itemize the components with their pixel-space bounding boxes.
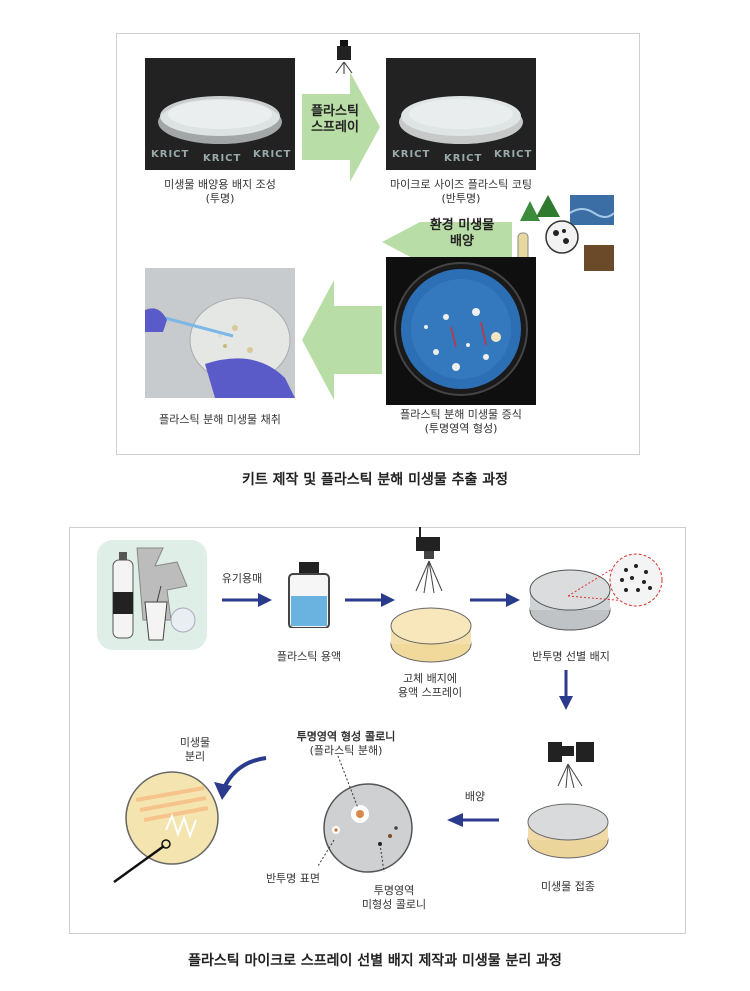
tree-icon xyxy=(520,201,540,221)
solvent-label: 유기용매 xyxy=(221,572,263,585)
spray-label-line2: 스프레이 xyxy=(311,120,359,135)
arrow-right-icon xyxy=(470,593,520,607)
krict-text: KRICT xyxy=(151,149,190,160)
callout-lines xyxy=(317,755,385,873)
petri-dish-clear xyxy=(145,58,295,170)
colony-title: 투명영역 형성 콜로니 (플라스틱 분해) xyxy=(286,730,406,758)
spray-label-line1: 플라스틱 xyxy=(311,104,359,119)
petri-dish-coated xyxy=(386,58,536,170)
step-medium-label: 미생물 배양용 배지 조성 (투명) xyxy=(130,178,310,206)
plastic-waste-illustration xyxy=(97,540,207,650)
photo-colony-dish xyxy=(386,257,536,405)
photo-coated-dish: KRICT KRICT KRICT xyxy=(386,58,536,170)
petri-dish-medium xyxy=(390,607,472,663)
spray-arrow xyxy=(302,72,380,182)
non-colony-label: 투명영역 미형성 콜로니 xyxy=(354,884,434,912)
top-caption: 키트 제작 및 플라스틱 분해 미생물 추출 과정 xyxy=(242,472,508,488)
sprayer-icon xyxy=(335,40,353,74)
spray-arrow-label: 플라스틱 스프레이 xyxy=(302,104,368,136)
photo-sampling xyxy=(145,268,295,398)
solution-bottle-icon xyxy=(288,562,330,628)
krict-text: KRICT xyxy=(444,153,483,164)
culture-label-line1: 환경 미생물 xyxy=(429,218,495,233)
inoculate-label: 미생물 접종 xyxy=(540,880,596,893)
culture-arrow-label: 환경 미생물 배양 xyxy=(416,218,508,250)
non-colony-line2: 미형성 콜로니 xyxy=(361,898,427,911)
step-coating-line1: 마이크로 사이즈 플라스틱 코팅 xyxy=(389,178,533,191)
collect-arrow xyxy=(302,280,382,400)
spray-label: 고체 배지에 용액 스프레이 xyxy=(380,672,480,700)
glove-icon xyxy=(205,358,295,398)
selective-dish-zoom xyxy=(529,553,663,631)
step-growth-label: 플라스틱 분해 미생물 증식 (투명영역 형성) xyxy=(371,408,551,436)
step-coating-line2: (반투명) xyxy=(441,192,481,205)
spray-line1: 고체 배지에 xyxy=(402,672,458,685)
cup-icon xyxy=(144,601,168,641)
krict-text: KRICT xyxy=(253,149,292,160)
inoculation-sprayer-icon xyxy=(548,742,594,788)
colony-plate xyxy=(394,262,528,396)
microbe-icon xyxy=(545,220,579,254)
arrow-down-icon xyxy=(559,670,573,710)
step-medium-line2: (투명) xyxy=(205,192,235,205)
curved-arrow-icon xyxy=(214,756,267,800)
culture-label: 배양 xyxy=(464,790,486,803)
petri-dish-inoculated xyxy=(527,803,609,859)
isolation-plate xyxy=(113,771,219,884)
culture-label-line2: 배양 xyxy=(450,234,474,249)
bag-icon xyxy=(170,607,196,633)
sampling-scene xyxy=(145,268,295,398)
step-coating-label: 마이크로 사이즈 플라스틱 코팅 (반투명) xyxy=(371,178,551,206)
soil-icon xyxy=(584,245,614,271)
colony-title-text: 투명영역 형성 콜로니 xyxy=(296,730,396,743)
non-colony-line1: 투명영역 xyxy=(373,884,415,897)
step-growth-line1: 플라스틱 분해 미생물 증식 xyxy=(400,408,522,421)
krict-text: KRICT xyxy=(203,153,242,164)
arrow-right-icon xyxy=(345,593,395,607)
isolate-label: 미생물 분리 xyxy=(170,736,220,764)
arrow-right-icon xyxy=(222,593,272,607)
step-medium-line1: 미생물 배양용 배지 조성 xyxy=(164,178,276,191)
bottom-caption: 플라스틱 마이크로 스프레이 선별 배지 제작과 미생물 분리 과정 xyxy=(188,953,562,969)
step-growth-line2: (투명영역 형성) xyxy=(424,422,498,435)
inoculation-loop-icon xyxy=(113,844,165,884)
spray-line2: 용액 스프레이 xyxy=(397,686,463,699)
sprayer-icon xyxy=(415,527,443,594)
photo-medium-dish: KRICT KRICT KRICT xyxy=(145,58,295,170)
isolate-line1: 미생물 xyxy=(179,736,211,749)
zoom-circle xyxy=(609,553,663,607)
solution-label: 플라스틱 용액 xyxy=(276,650,342,663)
colony-sub-text: (플라스틱 분해) xyxy=(309,744,383,757)
tree-icon xyxy=(536,195,560,217)
glove-icon xyxy=(145,308,167,332)
culture-arrow xyxy=(382,222,512,262)
step-collect-label: 플라스틱 분해 미생물 채취 xyxy=(159,413,281,426)
krict-text: KRICT xyxy=(494,149,533,160)
arrow-left-icon xyxy=(447,813,499,827)
selective-label: 반투명 선별 배지 xyxy=(532,650,610,663)
krict-text: KRICT xyxy=(392,149,431,160)
surface-label: 반투명 표면 xyxy=(265,872,321,885)
isolate-line2: 분리 xyxy=(184,750,206,763)
